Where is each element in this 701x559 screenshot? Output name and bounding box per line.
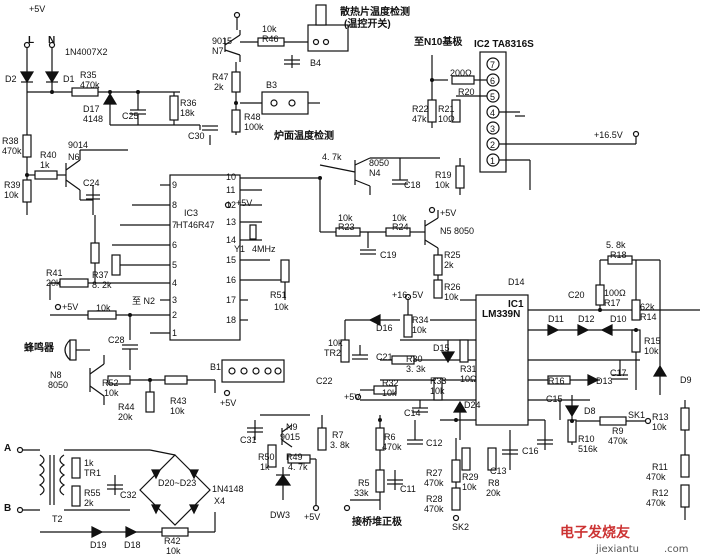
circuit-schematic (16, 4, 700, 538)
